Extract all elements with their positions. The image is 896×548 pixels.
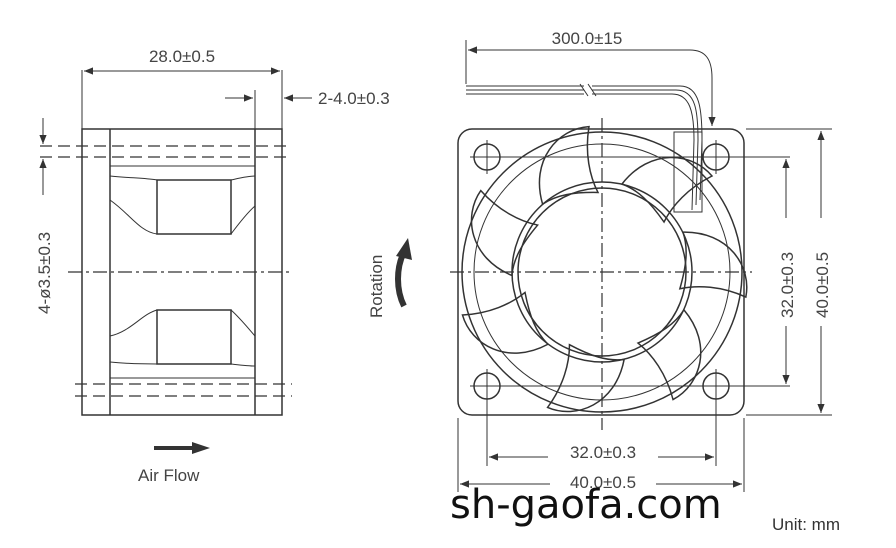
hole-spacing-v-label: 32.0±0.3 (778, 252, 797, 318)
airflow-label: Air Flow (138, 466, 200, 485)
side-view: 28.0±0.5 2-4.0±0.3 4-ø3.5±0.3 Air Flow (35, 47, 390, 485)
airflow-arrow-icon (154, 442, 210, 454)
watermark: sh-gaofa.com (450, 482, 722, 528)
frame-v-label: 40.0±0.5 (813, 252, 832, 318)
hole-spacing-h-label: 32.0±0.3 (570, 443, 636, 462)
lead-dim-label: 300.0±15 (552, 29, 623, 48)
width-dim-label: 28.0±0.5 (149, 47, 215, 66)
frame-h-label: 40.0±0.5 (570, 473, 636, 492)
rotation-label: Rotation (367, 255, 386, 318)
rotation-arrow-icon (395, 238, 412, 308)
hole-dim-label: 4-ø3.5±0.3 (35, 232, 54, 314)
lead-wire (466, 83, 703, 213)
unit-note: Unit: mm (772, 515, 840, 534)
flange-dim-label: 2-4.0±0.3 (318, 89, 390, 108)
front-view: 300.0±15 32.0±0.3 40.0±0.5 32.0±0.3 40.0… (450, 29, 833, 492)
fan-blades (461, 125, 748, 413)
rotation-indicator: Rotation (367, 238, 412, 318)
